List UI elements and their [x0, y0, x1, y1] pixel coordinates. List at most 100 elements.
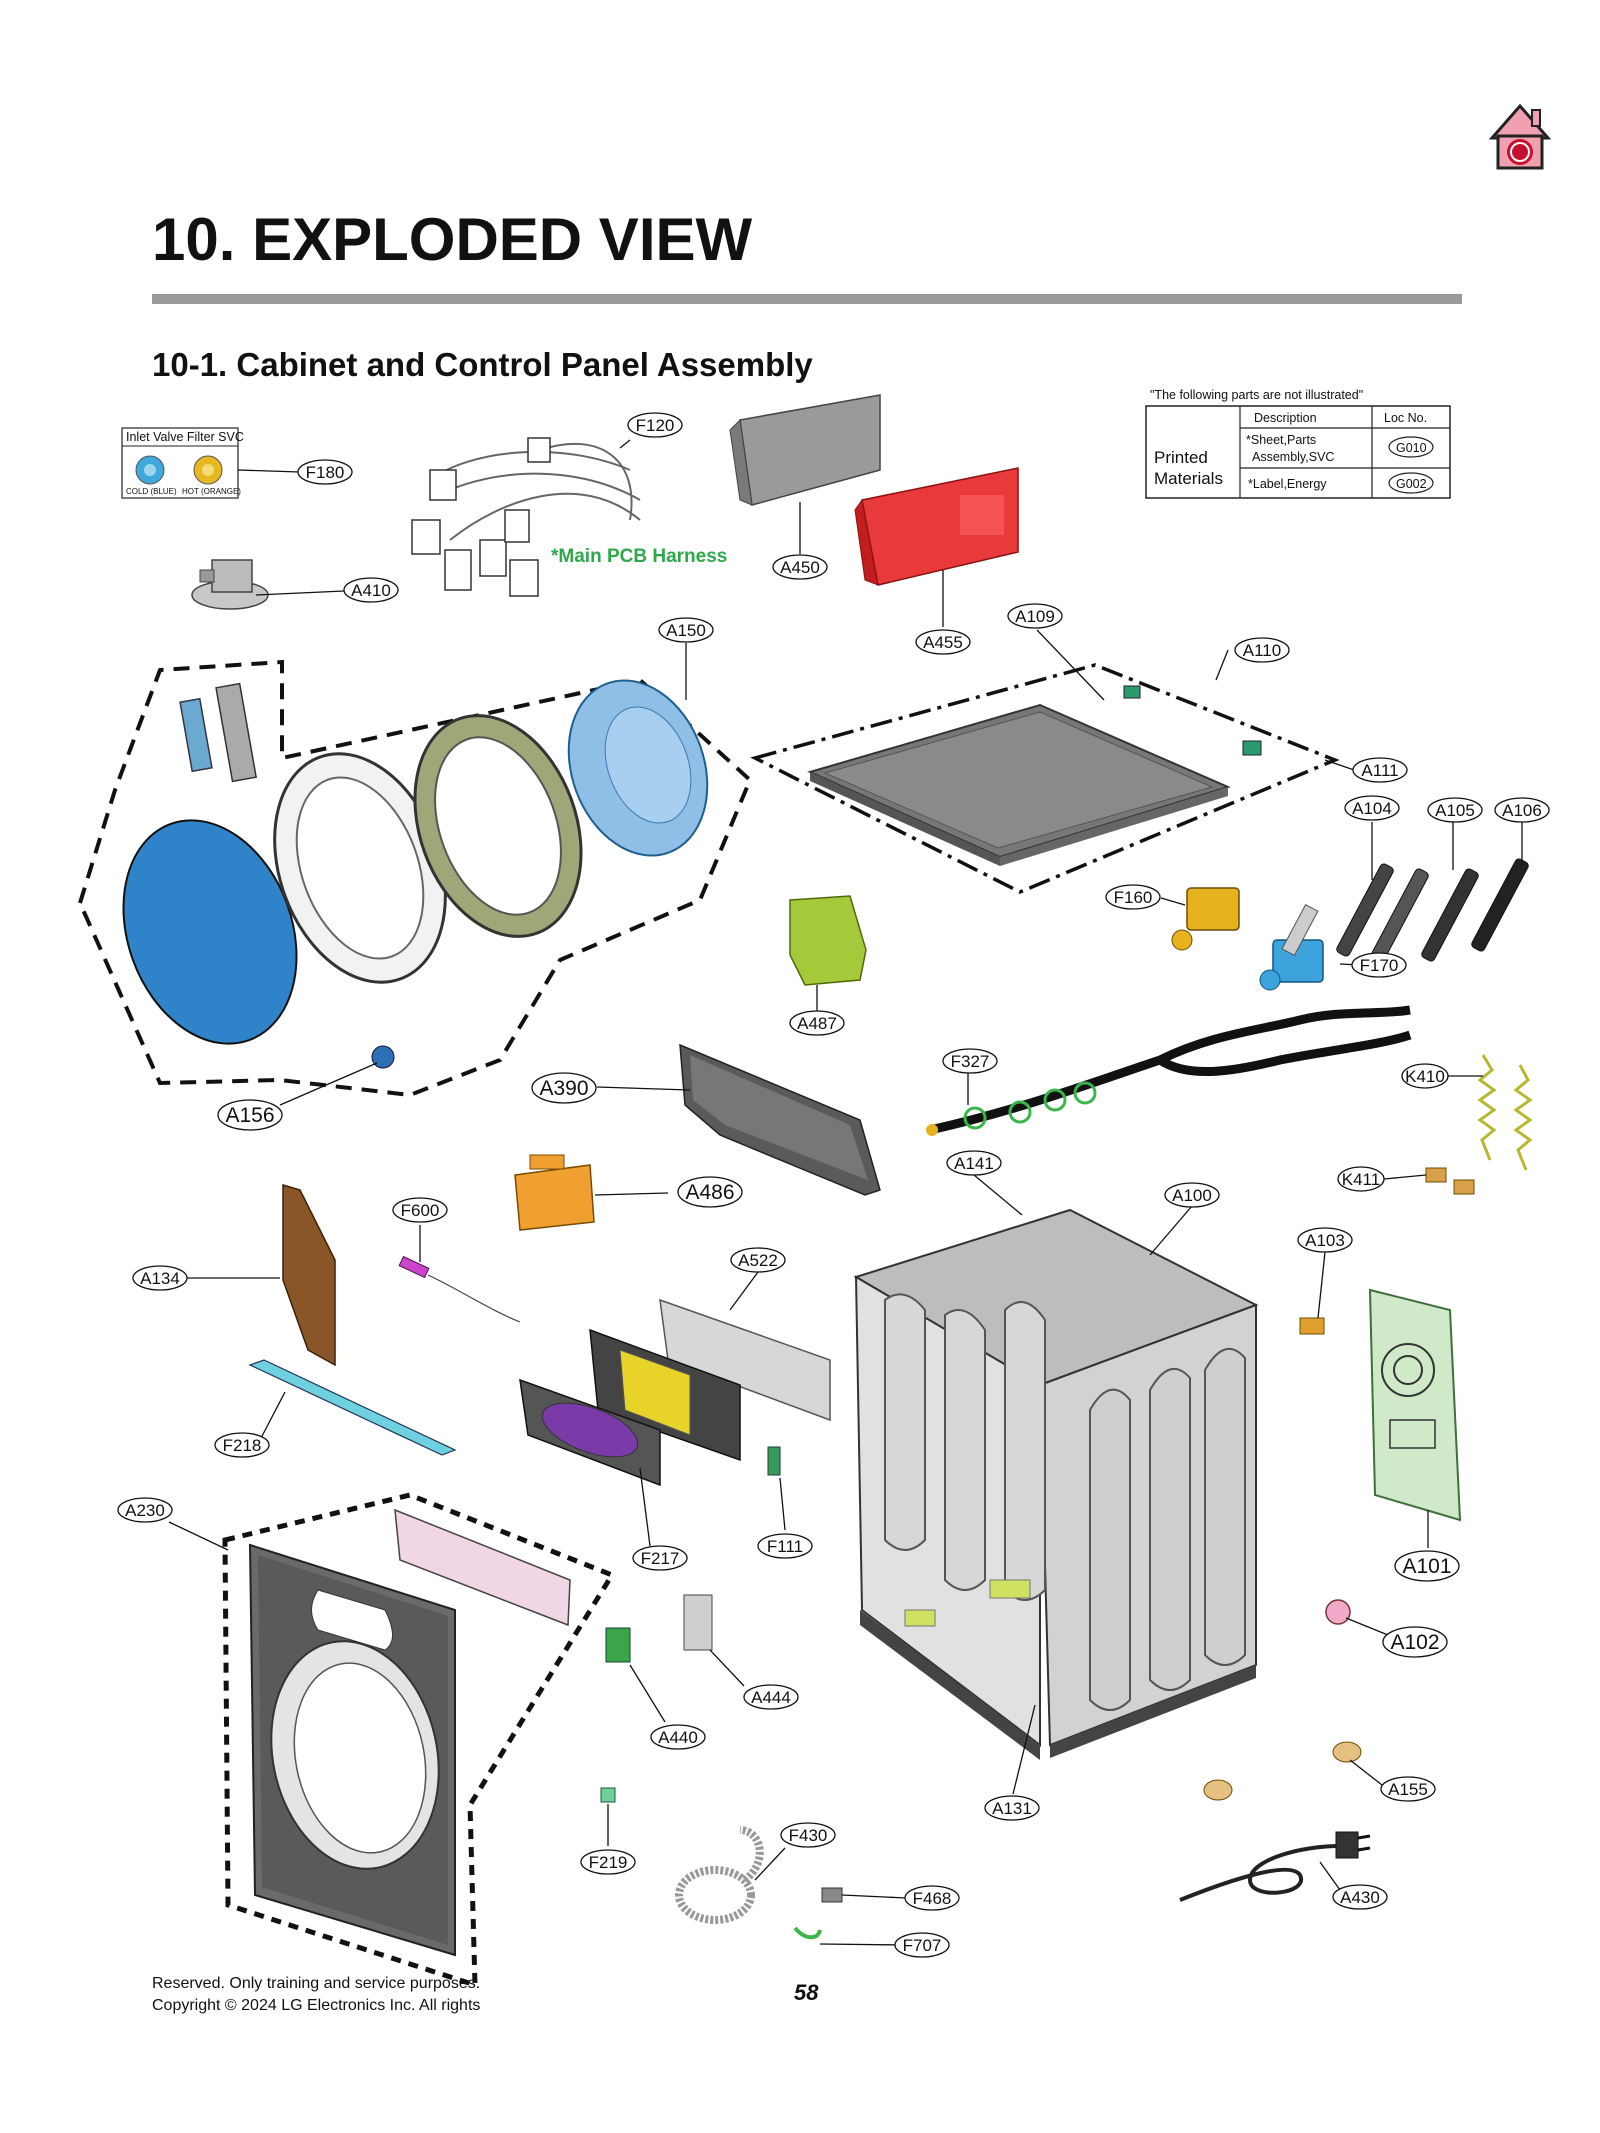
label-A134: A134: [132, 1265, 188, 1291]
section-title: 10-1. Cabinet and Control Panel Assembly: [152, 346, 813, 383]
svg-text:F219: F219: [589, 1853, 628, 1872]
label-A131: A131: [984, 1795, 1040, 1821]
svg-text:F327: F327: [951, 1052, 990, 1071]
label-A444: A444: [743, 1684, 799, 1710]
detergent-parts: [1281, 858, 1529, 962]
inlet-hoses: [926, 1005, 1412, 1136]
label-F180: F180: [297, 459, 353, 485]
hot-label: HOT (ORANGE): [182, 487, 241, 496]
group-label-2: Materials: [1154, 469, 1223, 488]
label-F170: F170: [1351, 952, 1407, 978]
label-A109: A109: [1007, 603, 1063, 629]
foot-2: [1332, 1741, 1362, 1763]
svg-text:A100: A100: [1172, 1186, 1212, 1205]
label-A141: A141: [946, 1150, 1002, 1176]
lg-home-icon[interactable]: [1488, 103, 1552, 170]
red-pcb-cover: [854, 467, 1019, 586]
rear-panel: [1368, 1288, 1462, 1522]
pcb-case: [729, 394, 881, 506]
svg-text:K410: K410: [1405, 1067, 1445, 1086]
svg-text:F707: F707: [903, 1936, 942, 1955]
svg-text:A134: A134: [140, 1269, 180, 1288]
svg-text:A410: A410: [351, 581, 391, 600]
cabinet: [853, 1208, 1259, 1760]
svg-text:A106: A106: [1502, 801, 1542, 820]
label-A111: A111: [1352, 757, 1408, 783]
hose-clamp: [821, 1887, 843, 1903]
col-loc: Loc No.: [1384, 411, 1427, 425]
label-A101: A101: [1394, 1550, 1460, 1582]
label-A102: A102: [1382, 1626, 1448, 1658]
svg-text:A150: A150: [666, 621, 706, 640]
footer-reserved: Reserved. Only training and service purp…: [152, 1975, 481, 1992]
title-rule: [152, 294, 1462, 304]
label-K411: K411: [1337, 1166, 1385, 1192]
svg-text:F120: F120: [636, 416, 675, 435]
springs: [1477, 1054, 1533, 1171]
svg-text:A101: A101: [1402, 1555, 1451, 1578]
pressure-switch: [191, 559, 269, 610]
foot-1: [1203, 1779, 1233, 1801]
label-A440: A440: [650, 1724, 706, 1750]
svg-text:F111: F111: [767, 1537, 803, 1556]
not-illustrated-table: "The following parts are not illustrated…: [1145, 388, 1451, 499]
svg-text:A131: A131: [992, 1799, 1032, 1818]
row1-loc: G010: [1396, 441, 1427, 455]
svg-text:F468: F468: [913, 1889, 952, 1908]
svg-text:A390: A390: [539, 1077, 588, 1100]
sensor: [398, 1255, 521, 1323]
svg-text:A104: A104: [1352, 799, 1392, 818]
label-F600: F600: [392, 1197, 448, 1223]
label-F219: F219: [580, 1849, 636, 1875]
orange-box: [514, 1154, 595, 1231]
label-A455: A455: [915, 629, 971, 655]
col-description: Description: [1254, 411, 1317, 425]
bracket: [683, 1594, 713, 1651]
svg-text:F218: F218: [223, 1436, 262, 1455]
svg-text:F180: F180: [306, 463, 345, 482]
label-A100: A100: [1164, 1182, 1220, 1208]
small-clip: [600, 1787, 616, 1803]
svg-text:A111: A111: [1361, 761, 1398, 780]
svg-text:A105: A105: [1435, 801, 1475, 820]
svg-text:A487: A487: [797, 1014, 837, 1033]
svg-text:F170: F170: [1360, 956, 1399, 975]
row2-loc: G002: [1396, 477, 1427, 491]
inlet-filter-box: Inlet Valve Filter SVC COLD (BLUE) HOT (…: [121, 427, 244, 499]
svg-text:F600: F600: [401, 1201, 440, 1220]
label-F468: F468: [904, 1885, 960, 1911]
svg-text:A110: A110: [1243, 641, 1281, 660]
label-A110: A110: [1234, 637, 1290, 663]
svg-text:F430: F430: [789, 1826, 828, 1845]
not-illustrated-caption: "The following parts are not illustrated…: [1150, 388, 1363, 402]
row1-desc-1: *Sheet,Parts: [1246, 433, 1316, 447]
row1-desc-2: Assembly,SVC: [1252, 450, 1334, 464]
green-pcb: [789, 895, 867, 986]
door-switch: [605, 1627, 631, 1663]
round-cap: [1325, 1599, 1351, 1625]
page-number: 58: [794, 1980, 819, 2005]
group-label-1: Printed: [1154, 448, 1208, 467]
control-panel-parts: [519, 1298, 831, 1487]
svg-text:F160: F160: [1114, 888, 1153, 907]
label-F218: F218: [214, 1432, 270, 1458]
svg-text:A230: A230: [125, 1501, 165, 1520]
door-assembly: [122, 679, 709, 1069]
label-A155: A155: [1380, 1776, 1436, 1802]
label-A390: A390: [531, 1072, 597, 1104]
svg-text:A155: A155: [1388, 1780, 1428, 1799]
svg-text:A486: A486: [685, 1181, 734, 1204]
footer-copyright: Copyright © 2024 LG Electronics Inc. All…: [152, 1997, 481, 2014]
svg-text:K411: K411: [1342, 1170, 1380, 1189]
label-A104: A104: [1344, 795, 1400, 821]
small-bracket: [1299, 1317, 1325, 1335]
label-A486: A486: [677, 1176, 743, 1208]
label-A156: A156: [217, 1099, 283, 1131]
part-labels: F180 F120 A410 A450 A455 A150 A109 A110 …: [117, 412, 1550, 1958]
clips: [1425, 1167, 1475, 1195]
blue-strip: [248, 1359, 457, 1456]
label-A230: A230: [117, 1497, 173, 1523]
svg-text:F217: F217: [641, 1549, 680, 1568]
label-F120: F120: [627, 412, 683, 438]
svg-text:A430: A430: [1340, 1888, 1380, 1907]
